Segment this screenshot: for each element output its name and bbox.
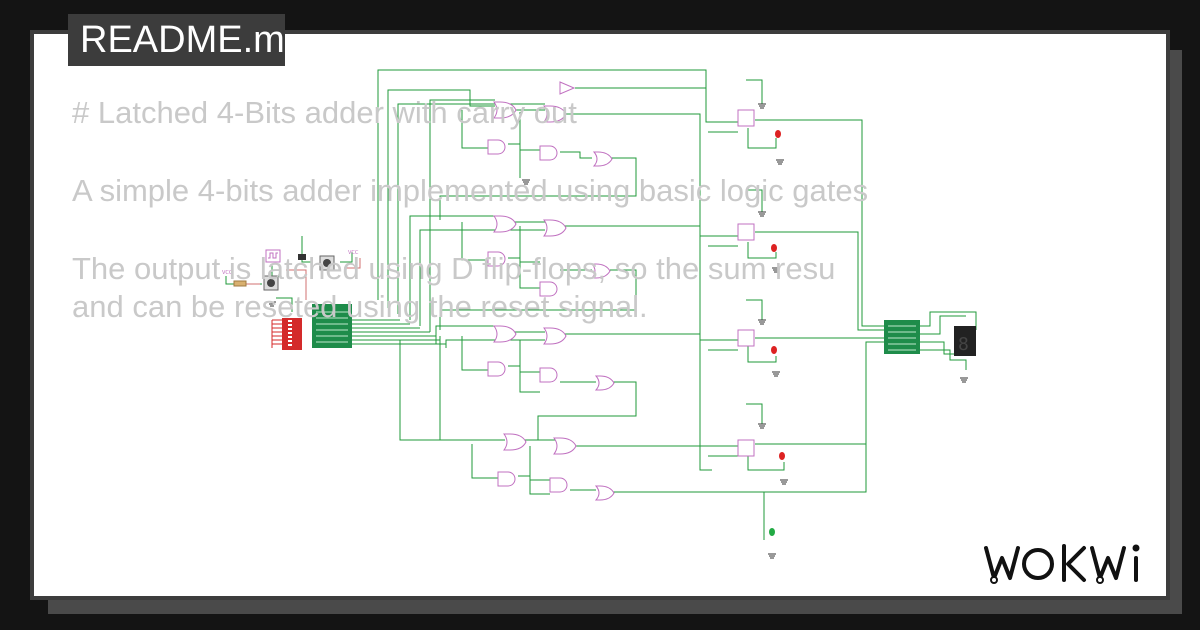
preview-card: # Latched 4-Bits adder with carry out A …	[30, 30, 1170, 600]
wokwi-logo	[984, 544, 1140, 584]
readme-tab[interactable]: README.md	[68, 14, 285, 66]
svg-text:VCC: VCC	[222, 270, 233, 276]
svg-text:8: 8	[958, 334, 969, 355]
svg-text:VCC: VCC	[348, 250, 359, 256]
circuit-diagram: 8 VCC VCC	[222, 69, 977, 559]
readme-output-line-2: and can be reseted using the reset signa…	[72, 289, 648, 324]
readme-output-line-1: The output is latched using D flip-flops…	[72, 251, 836, 286]
readme-heading: # Latched 4-Bits adder with carry out	[72, 95, 577, 130]
readme-content: # Latched 4-Bits adder with carry out A …	[72, 94, 1166, 326]
readme-description: A simple 4-bits adder implemented using …	[72, 173, 869, 208]
